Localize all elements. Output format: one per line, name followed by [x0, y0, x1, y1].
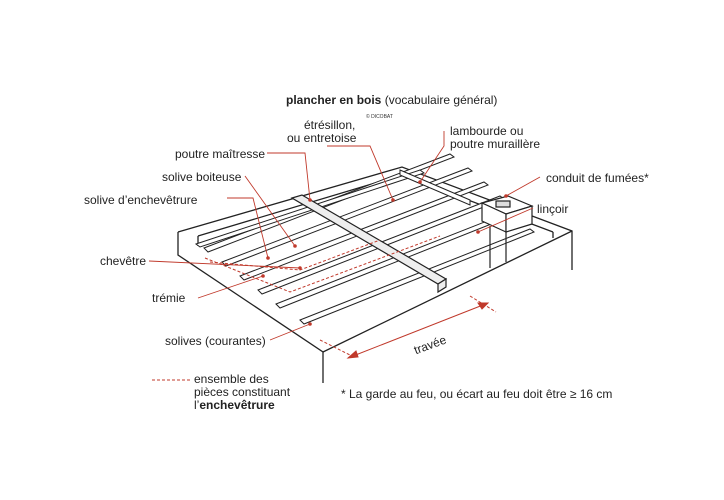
label-conduit: conduit de fumées* [546, 171, 649, 185]
chimney [480, 195, 534, 268]
title-main: plancher en bois [286, 93, 382, 107]
label-tremie: trémie [152, 291, 186, 305]
legend-line-2: pièces constituant [194, 385, 291, 399]
label-lambourde-2: poutre muraillère [450, 137, 541, 151]
label-etresillon-2: ou entretoise [287, 131, 357, 145]
title-sub: (vocabulaire général) [384, 93, 498, 107]
label-solive-boiteuse: solive boiteuse [162, 170, 242, 184]
leader-dots [261, 180, 508, 326]
label-chevetre: chevêtre [100, 254, 147, 268]
leader-lines [148, 131, 541, 341]
span-dimension [319, 295, 497, 359]
diagram-title: plancher en bois (vocabulaire général) [286, 93, 497, 107]
label-lambourde-1: lambourde ou [450, 124, 524, 138]
label-poutre-maitresse: poutre maîtresse [175, 147, 266, 161]
footnote: * La garde au feu, ou écart au feu doit … [341, 387, 613, 401]
legend-line-1: ensemble des [194, 372, 269, 386]
copyright: © DICOBAT [366, 114, 393, 120]
label-etresillon-1: étrésillon, [304, 118, 356, 132]
label-solive-enchevetrure: solive d’enchevêtrure [84, 193, 198, 207]
trimming-outline [204, 235, 441, 293]
label-lincoir: linçoir [537, 202, 569, 216]
legend-line-3-prefix: l’ [194, 398, 200, 412]
legend-line-3: l’enchevêtrure [194, 398, 275, 412]
label-solives: solives (courantes) [165, 334, 266, 348]
legend-line-3-bold: enchevêtrure [199, 398, 275, 412]
